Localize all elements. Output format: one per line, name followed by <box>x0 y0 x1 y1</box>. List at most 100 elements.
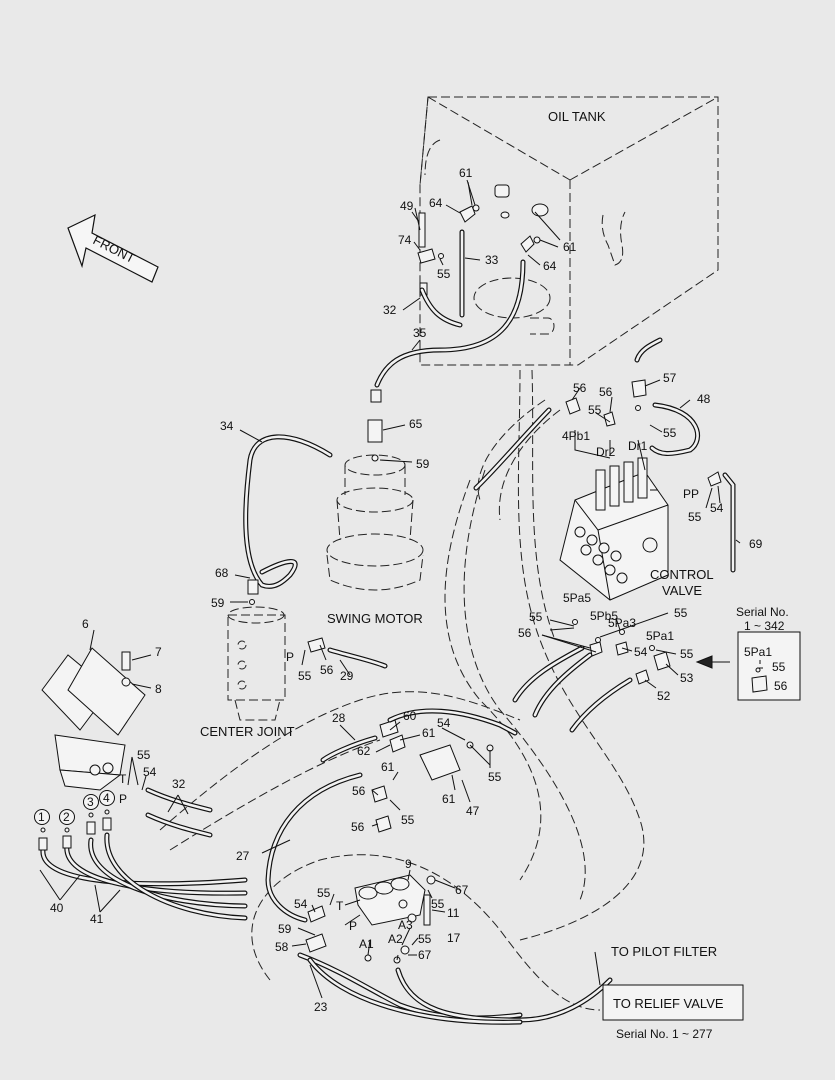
part-54: 54 <box>143 765 157 779</box>
part-64: 64 <box>543 259 557 273</box>
part-55: 55 <box>137 748 151 762</box>
part-74: 74 <box>398 233 412 247</box>
part-48: 48 <box>697 392 711 406</box>
swing-motor <box>326 389 424 591</box>
part-61: 61 <box>381 760 395 774</box>
part-32: 32 <box>172 777 186 791</box>
svg-text:3: 3 <box>87 795 94 809</box>
circled-port-2: 2 <box>59 809 75 825</box>
svg-text:2: 2 <box>63 810 70 824</box>
port-a1: A1 <box>359 937 374 951</box>
part-56: 56 <box>599 385 613 399</box>
part-number-labels: 61 49 64 74 55 33 61 64 32 35 56 56 57 5… <box>50 166 788 1014</box>
port-5pa5: 5Pa5 <box>563 591 591 605</box>
oil-tank-outline <box>419 96 719 366</box>
part-28: 28 <box>332 711 346 725</box>
circled-port-3: 3 <box>83 794 99 810</box>
part-55: 55 <box>488 770 502 784</box>
control-valve-label-1: CONTROL <box>650 567 714 582</box>
control-valve-label-2: VALVE <box>662 583 702 598</box>
part-61: 61 <box>422 726 436 740</box>
pedal-fittings <box>38 809 112 851</box>
port-pp: PP <box>683 487 699 501</box>
svg-text:1: 1 <box>38 810 45 824</box>
part-49: 49 <box>400 199 414 213</box>
part-61: 61 <box>442 792 456 806</box>
port-5pa1: 5Pa1 <box>646 629 674 643</box>
part-55: 55 <box>298 669 312 683</box>
part-67: 67 <box>455 883 469 897</box>
part-69: 69 <box>749 537 763 551</box>
center-joint <box>227 579 286 721</box>
part-65: 65 <box>409 417 423 431</box>
part-55: 55 <box>529 610 543 624</box>
travel-pedal-valve <box>41 647 146 791</box>
part-11: 11 <box>447 906 460 920</box>
port-a3: A3 <box>398 918 413 932</box>
part-7: 7 <box>155 645 162 659</box>
swing-motor-label: SWING MOTOR <box>327 611 423 626</box>
port-t-block: T <box>336 899 344 913</box>
part-55: 55 <box>317 886 331 900</box>
part-56: 56 <box>320 663 334 677</box>
part-54: 54 <box>437 716 451 730</box>
part-6: 6 <box>82 617 89 631</box>
to-pilot-filter-label: TO PILOT FILTER <box>611 944 717 959</box>
part-23: 23 <box>314 1000 328 1014</box>
part-52: 52 <box>657 689 671 703</box>
control-valve <box>559 457 669 601</box>
part-54: 54 <box>634 645 648 659</box>
control-valve-top-fittings <box>565 379 658 491</box>
part-53: 53 <box>680 671 694 685</box>
circled-port-4: 4 <box>99 790 115 806</box>
pedal-hoses <box>40 787 248 921</box>
pilot-block-lower <box>305 874 436 964</box>
to-relief-valve-label: TO RELIEF VALVE <box>613 996 724 1011</box>
part-59: 59 <box>278 922 292 936</box>
part-55: 55 <box>680 647 694 661</box>
part-55: 55 <box>437 267 451 281</box>
circled-port-1: 1 <box>34 809 50 825</box>
part-55: 55 <box>674 606 688 620</box>
port-5pa3: 5Pa3 <box>608 616 636 630</box>
part-55: 55 <box>588 403 602 417</box>
part-34: 34 <box>220 419 234 433</box>
part-55: 55 <box>401 813 415 827</box>
relief-valve-box <box>602 984 744 1021</box>
part-56: 56 <box>518 626 532 640</box>
part-40: 40 <box>50 901 64 915</box>
pilot-hose-routing <box>159 369 645 1011</box>
part-47: 47 <box>466 804 480 818</box>
part-56: 56 <box>573 381 587 395</box>
svg-text:4: 4 <box>103 791 110 805</box>
part-60: 60 <box>403 709 417 723</box>
port-fittings <box>572 619 671 685</box>
part-55: 55 <box>418 932 432 946</box>
serial-box-line-1: Serial No. <box>736 605 789 619</box>
part-33: 33 <box>485 253 499 267</box>
serial-bottom-label: Serial No. 1 ~ 277 <box>616 1027 713 1041</box>
part-58: 58 <box>275 940 289 954</box>
port-labels: 4Pb1 Dr2 Dr1 PP 5Pa5 5Pb5 5Pa3 5Pa1 5Pa1… <box>119 429 772 951</box>
port-t-pedal: T <box>119 772 127 786</box>
port-p-pedal: P <box>119 792 127 806</box>
port-p-center-joint: P <box>286 650 294 664</box>
part-35: 35 <box>413 326 427 340</box>
part-32: 32 <box>383 303 397 317</box>
serial-box-port-5pa1: 5Pa1 <box>744 645 772 659</box>
port-dr1: Dr1 <box>628 439 648 453</box>
part-59: 59 <box>416 457 430 471</box>
part-56: 56 <box>352 784 366 798</box>
part-55: 55 <box>688 510 702 524</box>
part-61: 61 <box>459 166 473 180</box>
part-54: 54 <box>294 897 308 911</box>
port-5pb5: 5Pb5 <box>590 609 618 623</box>
serial-box <box>737 631 801 701</box>
arrow-to-serial-box <box>695 655 713 669</box>
part-17: 17 <box>447 931 461 945</box>
leader-lines <box>39 179 741 999</box>
part-9: 9 <box>405 857 412 871</box>
part-57: 57 <box>663 371 677 385</box>
oil-tank-label: OIL TANK <box>548 109 606 124</box>
